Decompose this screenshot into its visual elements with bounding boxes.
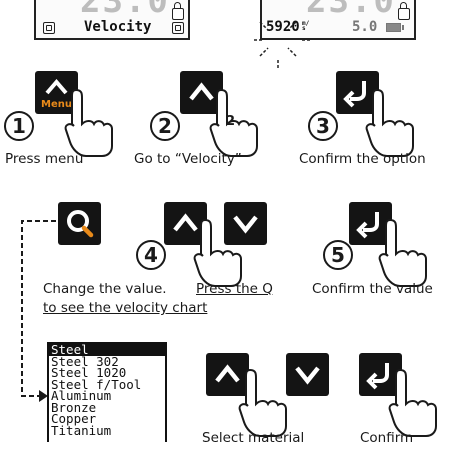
down-key[interactable] <box>224 202 267 245</box>
enter-arrow-icon <box>343 81 366 108</box>
magnifier-icon <box>67 210 94 238</box>
material-item[interactable]: Steel 302 <box>51 353 119 369</box>
lcd-display-velocity-value: 23.0 5920 m/s 5.0 <box>260 0 416 40</box>
velocity-chart-link-line1[interactable]: Press the Q <box>196 281 273 297</box>
down-arrow-icon <box>295 366 320 385</box>
menu-label: Menu <box>41 99 72 110</box>
lcd-thickness-value: 5.0 <box>352 19 378 35</box>
step-2-caption: Go to “Velocity” <box>134 151 242 167</box>
pointing-hand-icon <box>64 88 113 157</box>
velocity-chart-link-line2[interactable]: to see the velocity chart <box>43 300 208 316</box>
lcd-big-digits: 23.0 <box>80 0 170 21</box>
press-count: 2 <box>226 114 236 129</box>
pointing-hand-icon <box>193 218 242 287</box>
lcd-right-corner-icon <box>172 22 184 34</box>
step-number-3: 3 <box>308 111 338 141</box>
enter-arrow-icon <box>356 212 379 239</box>
lock-icon <box>398 2 410 20</box>
q-key[interactable] <box>58 202 101 245</box>
pointing-hand-icon <box>238 368 287 437</box>
lcd-velocity-value: 5920 <box>266 19 300 35</box>
lcd-mode-label: Velocity <box>84 19 152 35</box>
material-item[interactable]: Steel f/Tool <box>51 376 142 392</box>
material-item[interactable]: Aluminum <box>51 388 112 403</box>
up-key[interactable] <box>180 71 223 114</box>
lcd-big-digits: 23.0 <box>306 0 396 21</box>
step-number-2: 2 <box>150 111 180 141</box>
pointing-hand-icon <box>365 88 414 157</box>
step-number-5: 5 <box>323 240 353 270</box>
up-arrow-icon <box>173 213 198 232</box>
down-key[interactable] <box>286 353 329 396</box>
enter-key[interactable] <box>359 353 402 396</box>
up-arrow-icon <box>215 364 240 383</box>
up-arrow-icon <box>189 82 214 101</box>
step-5-caption: Confirm the value <box>312 281 433 297</box>
step-number-4: 4 <box>136 240 166 270</box>
pointing-hand-icon <box>388 368 437 437</box>
select-material-caption: Select material <box>202 430 305 446</box>
confirm-caption: Confirm <box>360 430 414 446</box>
lcd-display-velocity-menu: 23.0 Velocity <box>34 0 190 40</box>
step-1-caption: Press menu <box>5 151 84 167</box>
step-3-caption: Confirm the option <box>299 151 426 167</box>
material-list: Steel Steel 302 Steel 1020 Steel f/Tool … <box>47 342 167 442</box>
blink-rays <box>254 21 310 68</box>
material-item[interactable]: Steel <box>49 344 165 356</box>
step-4-caption: Change the value. <box>43 281 167 297</box>
pointing-hand-icon <box>378 218 427 287</box>
enter-key[interactable] <box>336 71 379 114</box>
up-key[interactable] <box>164 202 207 245</box>
material-item[interactable]: Copper <box>51 411 97 426</box>
battery-icon <box>386 23 404 32</box>
down-arrow-icon <box>233 215 258 234</box>
material-item[interactable]: Titanium <box>51 422 112 438</box>
pointing-hand-icon <box>209 88 258 157</box>
enter-key[interactable] <box>349 202 392 245</box>
enter-arrow-icon <box>366 363 389 390</box>
step-number-1: 1 <box>4 111 34 141</box>
lcd-left-corner-icon <box>43 22 55 34</box>
menu-up-key[interactable]: Menu <box>35 71 78 114</box>
lock-icon <box>172 2 184 20</box>
material-item[interactable]: Bronze <box>51 399 97 415</box>
up-arrow-icon <box>45 78 68 95</box>
lcd-velocity-unit: m/s <box>302 20 310 32</box>
up-key[interactable] <box>206 353 249 396</box>
dashed-connector <box>21 220 56 402</box>
material-item[interactable]: Steel 1020 <box>51 365 127 380</box>
